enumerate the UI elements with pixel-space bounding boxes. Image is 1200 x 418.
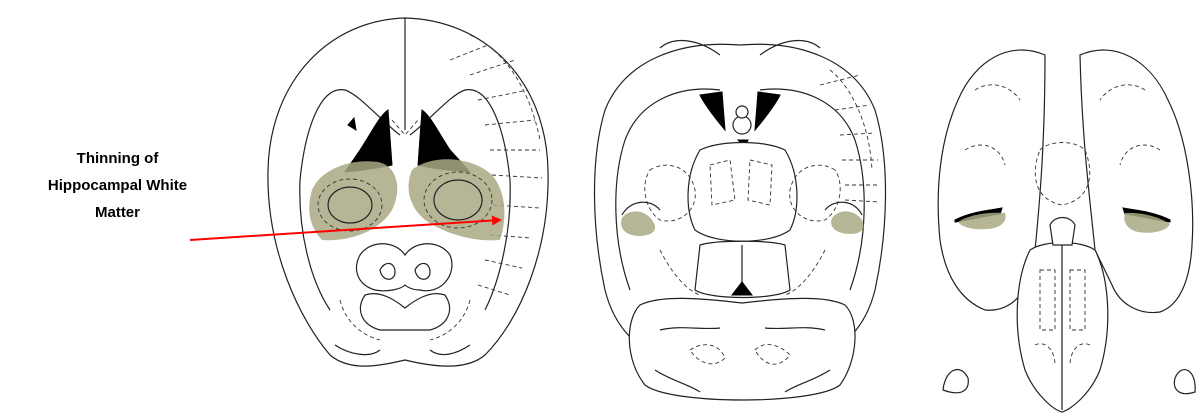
section3-left-flap — [943, 369, 968, 392]
section2-thalamus — [688, 143, 797, 242]
rostral-coronal-section — [268, 18, 548, 366]
section2-cerebellum — [629, 298, 855, 400]
caudal-horizontal-section — [938, 50, 1195, 412]
section3-right-flap — [1174, 370, 1195, 394]
middle-coronal-section — [594, 41, 885, 400]
